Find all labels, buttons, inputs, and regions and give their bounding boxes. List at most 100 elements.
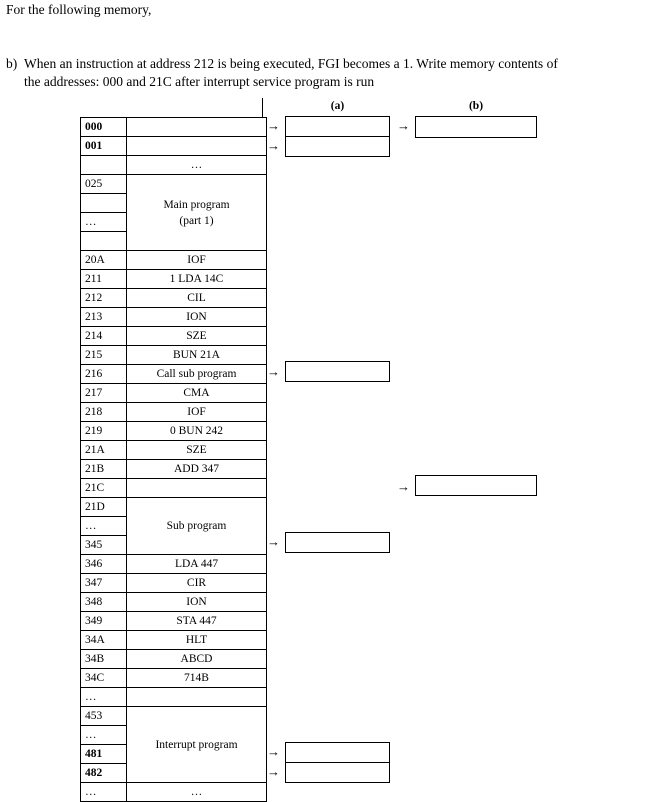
memory-address-cell: 001 <box>80 136 127 156</box>
question-marker: b) <box>6 56 18 71</box>
memory-content-cell <box>126 117 267 137</box>
arrow-to-answer-a-000: → <box>267 118 280 133</box>
memory-address-cell: 216 <box>80 364 127 384</box>
memory-row: … <box>80 155 267 175</box>
memory-address-cell: 211 <box>80 269 127 289</box>
arrow-to-answer-a-345: → <box>267 534 280 549</box>
memory-address-cell: 481 <box>80 744 127 764</box>
memory-address-cell: 21B <box>80 459 127 479</box>
table-top-divider <box>262 98 263 118</box>
arrow-to-answer-a-001: → <box>267 138 280 153</box>
memory-address-cell: 214 <box>80 326 127 346</box>
memory-region-label-line-1: Interrupt program <box>155 738 238 751</box>
answer-box-b-top[interactable] <box>415 116 537 138</box>
memory-address-cell: 000 <box>80 117 127 137</box>
intro-line: For the following memory, <box>6 2 152 17</box>
memory-region-label-line-2: (part 1) <box>179 214 214 227</box>
answer-box-a-216[interactable] <box>285 361 390 382</box>
memory-row: …… <box>80 782 267 802</box>
memory-address-cell: 348 <box>80 592 127 612</box>
memory-content-cell: Call sub program <box>126 364 267 384</box>
memory-content-cell: HLT <box>126 630 267 650</box>
memory-content-cell: SZE <box>126 326 267 346</box>
memory-region-label-line-1: Sub program <box>166 520 227 532</box>
memory-address-cell: 212 <box>80 288 127 308</box>
memory-address-cell: … <box>80 725 127 745</box>
memory-address-cell: 21D <box>80 497 127 517</box>
memory-address-cell: 219 <box>80 421 127 441</box>
answer-box-b-21c[interactable] <box>415 475 537 496</box>
memory-content-cell: 0 BUN 242 <box>126 421 267 441</box>
question-line-1: When an instruction at address 212 is be… <box>24 56 558 71</box>
memory-region-label-line-1: Main program <box>163 198 230 211</box>
memory-row: … <box>80 687 267 707</box>
arrow-to-answer-b-top: → <box>397 118 410 133</box>
column-header-b: (b) <box>468 100 484 112</box>
answer-box-a-001[interactable] <box>285 136 390 157</box>
memory-content-cell: LDA 447 <box>126 554 267 574</box>
memory-row: 345 <box>80 535 267 555</box>
answer-box-a-000[interactable] <box>285 116 390 137</box>
memory-region-label-cell: Main program (part 1) <box>126 174 267 251</box>
memory-row: 21C <box>80 478 267 498</box>
memory-content-cell: STA 447 <box>126 611 267 631</box>
memory-address-cell: 34C <box>80 668 127 688</box>
question-body: When an instruction at address 212 is be… <box>24 55 646 91</box>
memory-content-cell: BUN 21A <box>126 345 267 365</box>
memory-content-cell: CMA <box>126 383 267 403</box>
memory-address-cell: … <box>80 516 127 536</box>
memory-content-cell: ION <box>126 592 267 612</box>
answer-box-a-482[interactable] <box>285 762 390 783</box>
memory-address-cell: 20A <box>80 250 127 270</box>
memory-content-cell <box>126 687 267 707</box>
answer-box-a-345[interactable] <box>285 532 390 553</box>
memory-address-cell: … <box>80 782 127 802</box>
memory-content-cell: CIR <box>126 573 267 593</box>
memory-address-cell: 345 <box>80 535 127 555</box>
arrow-to-answer-a-482: → <box>267 764 280 779</box>
memory-address-cell: 21C <box>80 478 127 498</box>
memory-address-cell: … <box>80 687 127 707</box>
memory-address-cell: 349 <box>80 611 127 631</box>
memory-content-cell: ABCD <box>126 649 267 669</box>
memory-content-cell: SZE <box>126 440 267 460</box>
arrow-to-answer-b-21c: → <box>397 479 410 494</box>
question-line-2: the addresses: 000 and 21C after interru… <box>24 74 375 89</box>
memory-address-cell: 346 <box>80 554 127 574</box>
memory-region-label-cell: Interrupt program <box>126 706 267 783</box>
memory-content-cell: CIL <box>126 288 267 308</box>
memory-row: 001 <box>80 136 267 156</box>
memory-address-cell: 213 <box>80 307 127 327</box>
memory-address-cell: 347 <box>80 573 127 593</box>
memory-row: 000 <box>80 117 267 137</box>
answer-box-a-481[interactable] <box>285 742 390 763</box>
memory-content-cell <box>126 478 267 498</box>
memory-address-cell: 218 <box>80 402 127 422</box>
memory-address-cell: 21A <box>80 440 127 460</box>
memory-address-cell <box>80 155 127 175</box>
memory-row: 21D Sub program <box>80 497 267 555</box>
memory-address-cell: 025 <box>80 174 127 194</box>
memory-address-cell <box>80 193 127 213</box>
question-b: b) When an instruction at address 212 is… <box>6 55 646 91</box>
memory-address-cell: 217 <box>80 383 127 403</box>
